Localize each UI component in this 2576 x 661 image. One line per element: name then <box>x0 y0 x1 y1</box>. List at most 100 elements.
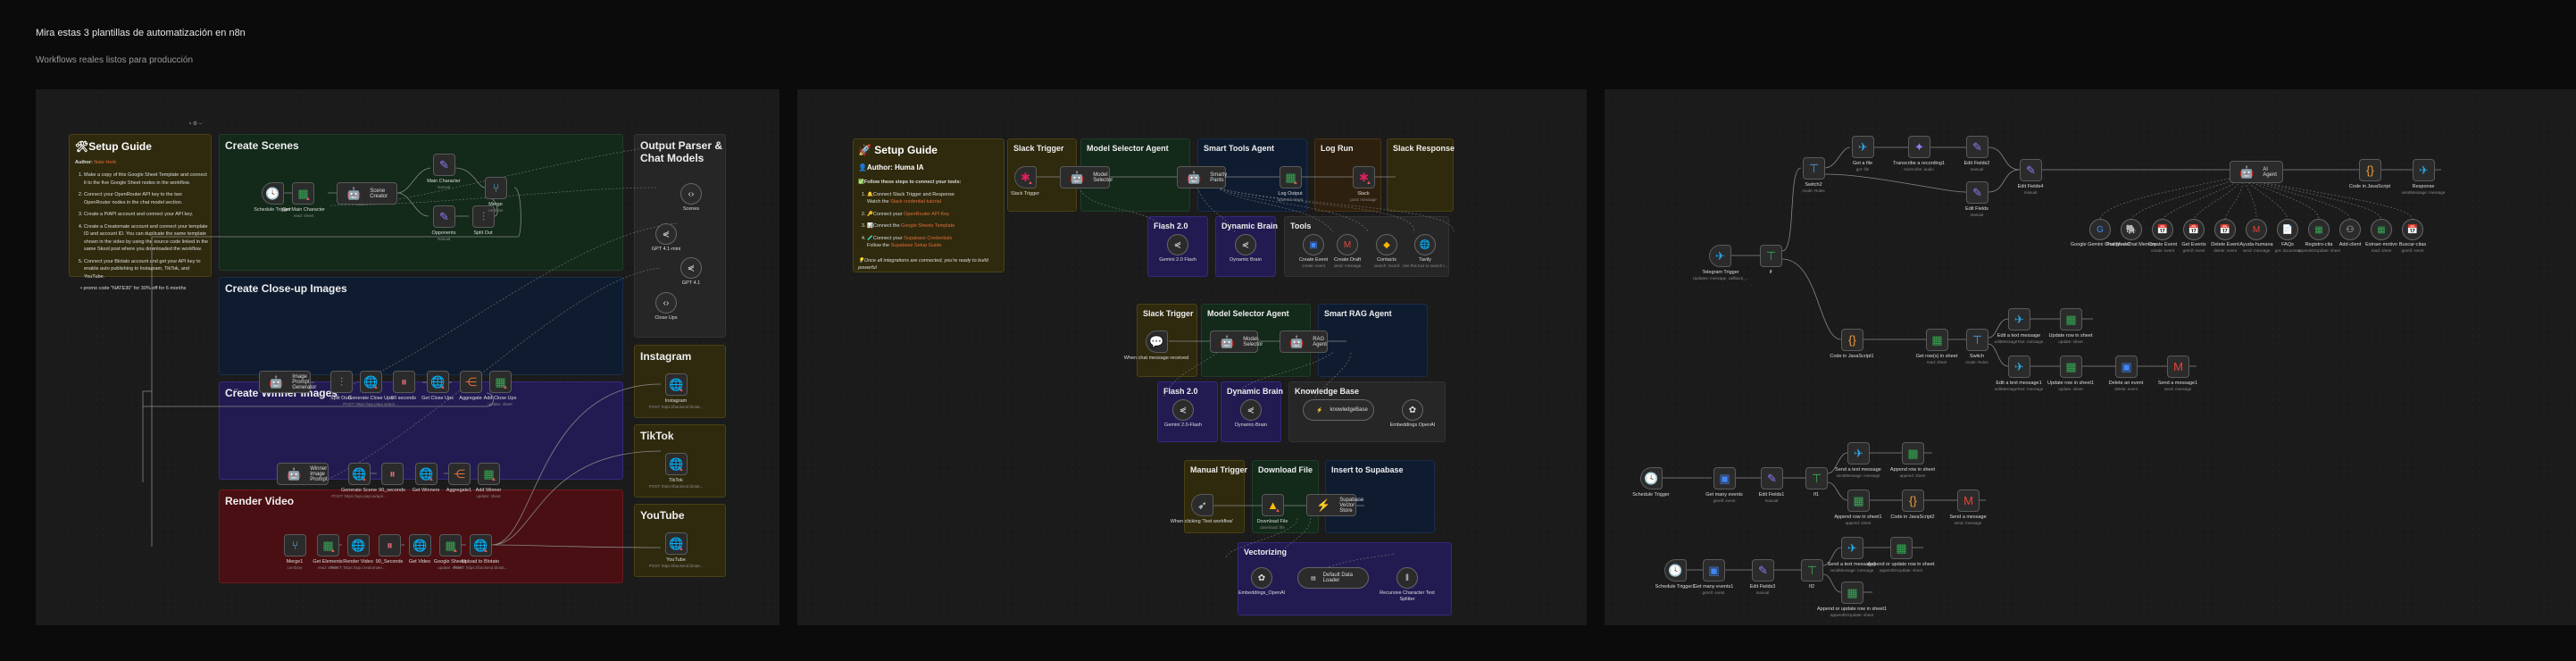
node-get-video[interactable]: 🌐 <box>409 534 431 556</box>
node-response[interactable]: ✈ <box>2413 159 2435 181</box>
node-text-splitter[interactable]: ‖ <box>1396 567 1418 589</box>
node-split-out[interactable]: ⫶ <box>472 205 495 228</box>
node-default-data-loader[interactable]: ▤Default Data Loader <box>1297 567 1369 589</box>
node-edit-fields3[interactable]: ✎ <box>1752 559 1774 582</box>
node-get-rows[interactable]: ▦ <box>1926 329 1948 351</box>
node-schedule-trigger1[interactable]: 🕓 <box>1664 559 1687 582</box>
node-log-output[interactable]: ▦▲ <box>1280 166 1302 188</box>
node-switch[interactable]: ⊤ <box>1966 329 1988 351</box>
supabase-guide-link[interactable]: Supabase Setup Guide <box>890 243 942 249</box>
node-image-prompt-generator[interactable]: 🤖Image Prompt Generator <box>259 371 316 393</box>
node-send-text-message[interactable]: ✈ <box>1847 442 1870 464</box>
slack-tutorial-link[interactable]: Slack credential tutorial <box>890 199 941 205</box>
node-embeddings-openai[interactable]: ✿ <box>1402 399 1423 421</box>
node-closeups-parser[interactable]: ‹› <box>655 292 677 314</box>
tool-buscar-citas[interactable]: 📅 <box>2402 219 2423 240</box>
node-tiktok[interactable]: 🌐▲ <box>665 453 688 475</box>
node-wait-90b[interactable]: ⏸ <box>381 463 404 485</box>
node-wait-90c[interactable]: ⏸ <box>379 534 401 556</box>
node-tavily[interactable]: 🌐 <box>1414 234 1436 255</box>
node-dynamic-brain-2[interactable]: ⋞ <box>1240 399 1262 421</box>
tool-gemini-chat-model[interactable]: G <box>2089 219 2111 240</box>
node-get-many-events[interactable]: ▣ <box>1713 467 1736 489</box>
node-scene-creator[interactable]: 🤖Scene Creator <box>337 182 397 205</box>
node-switch2[interactable]: ⊤ <box>1803 157 1825 180</box>
node-slack-trigger[interactable]: ✱▲ <box>1014 166 1037 188</box>
node-if[interactable]: ⊤ <box>1760 245 1782 267</box>
node-send-message[interactable]: M <box>1957 489 1980 512</box>
canvas-controls[interactable]: ▪ ⚙ – <box>189 121 203 127</box>
tool-create-event[interactable]: 📅 <box>2152 219 2173 240</box>
node-create-draft[interactable]: M <box>1337 234 1358 255</box>
node-get-file[interactable]: ✈ <box>1852 136 1874 158</box>
node-code-js[interactable]: {} <box>2359 159 2381 181</box>
node-manual-trigger[interactable]: ➶ <box>1191 494 1213 516</box>
node-contacts[interactable]: ◆ <box>1376 234 1397 255</box>
supabase-credentials-link[interactable]: Supabase Credentials <box>904 235 953 241</box>
node-youtube[interactable]: 🌐▲ <box>665 532 688 555</box>
tool-get-events[interactable]: 📅 <box>2183 219 2205 240</box>
tool-postgres-memory[interactable]: 🐘 <box>2121 219 2142 240</box>
tool-add-client[interactable]: ⚇ <box>2339 219 2361 240</box>
node-edit-fields[interactable]: ✎ <box>1966 181 1988 204</box>
node-upsert-row1[interactable]: ▦ <box>1841 582 1863 604</box>
node-add-close-ups[interactable]: ▦▲ <box>489 371 512 393</box>
node-update-row1[interactable]: ▦ <box>2060 356 2082 378</box>
node-merge[interactable]: ⑂ <box>485 177 507 199</box>
node-embeddings-openai-2[interactable]: ✿ <box>1251 567 1272 589</box>
node-aggregate1[interactable]: ⋲ <box>448 463 471 485</box>
node-edit-text-message1[interactable]: ✈ <box>2008 356 2030 378</box>
node-supabase-vector[interactable]: ⚡Supabase Vector Store <box>1306 494 1363 516</box>
openrouter-link[interactable]: OpenRouter API Key <box>904 211 950 217</box>
node-split-out1[interactable]: ⫶ <box>330 371 353 393</box>
node-model-selector[interactable]: 🤖Model Selector <box>1060 166 1113 188</box>
node-get-winners[interactable]: 🌐▲ <box>415 463 438 485</box>
node-telegram-trigger[interactable]: ✈ <box>1709 245 1731 267</box>
node-send-text-message1[interactable]: ✈ <box>1841 537 1863 559</box>
node-get-elements[interactable]: ▦▲ <box>317 534 339 556</box>
node-rag-agent[interactable]: 🤖RAG Agent <box>1280 330 1328 353</box>
node-chat-trigger[interactable]: 💬 <box>1146 330 1168 353</box>
node-opponents[interactable]: ✎ <box>433 205 455 228</box>
node-create-event[interactable]: ▣ <box>1303 234 1324 255</box>
tool-delete-event[interactable]: 📅 <box>2214 219 2236 240</box>
node-main-character[interactable]: ✎ <box>433 154 455 176</box>
node-get-main-character[interactable]: ▦▲ <box>292 182 314 205</box>
node-instagram[interactable]: 🌐▲ <box>665 373 688 396</box>
tool-ayuda-humana[interactable]: M <box>2246 219 2267 240</box>
node-code-js2[interactable]: {} <box>1902 489 1924 512</box>
tool-extraer-motivo[interactable]: ▦ <box>2371 219 2392 240</box>
node-download-file[interactable]: ▲▲ <box>1262 494 1284 516</box>
node-add-winner[interactable]: ▦▲ <box>478 463 500 485</box>
node-model-selector-2[interactable]: 🤖Model-Selector <box>1210 330 1263 353</box>
node-get-many-events1[interactable]: ▣ <box>1703 559 1725 582</box>
node-schedule-trigger[interactable]: 🕓 <box>262 182 284 205</box>
node-gpt41-mini[interactable]: ⋞ <box>655 223 677 245</box>
node-if2[interactable]: ⊤ <box>1801 559 1823 582</box>
node-google-sheets[interactable]: ▦▲ <box>439 534 462 556</box>
sheets-template-link[interactable]: Google Sheets Template <box>901 223 955 230</box>
workflow-canvas-video[interactable]: ▪ ⚙ – 🛠Setup Guide Author: Nate Herk Mak… <box>36 89 779 625</box>
tool-registro-cita[interactable]: ▦ <box>2308 219 2330 240</box>
node-winner-image-prompt[interactable]: 🤖Winner Image Prompt <box>277 463 329 485</box>
node-edit-text-message[interactable]: ✈ <box>2008 308 2030 330</box>
node-get-close-ups[interactable]: 🌐▲ <box>427 371 449 393</box>
node-gpt41[interactable]: ⋞ <box>680 257 702 279</box>
node-dynamic-brain[interactable]: ⋞ <box>1235 234 1256 255</box>
node-smarty-pants[interactable]: 🤖Smarty Pants <box>1177 166 1227 188</box>
node-upload-blotato[interactable]: 🌐▲ <box>470 534 492 556</box>
node-generate-close-ups[interactable]: 🌐▲ <box>360 371 382 393</box>
node-aggregate[interactable]: ⋲ <box>460 371 482 393</box>
node-if1[interactable]: ⊤ <box>1805 467 1828 489</box>
node-gemini-flash-2[interactable]: ⋞ <box>1172 399 1194 421</box>
node-merge1[interactable]: ⑂ <box>284 534 306 556</box>
node-transcribe[interactable]: ✦ <box>1908 136 1930 158</box>
node-ai-agent[interactable]: 🤖AI Agent <box>2230 161 2283 183</box>
node-code-js1[interactable]: {} <box>1841 329 1863 351</box>
node-append-row[interactable]: ▦ <box>1902 442 1924 464</box>
node-send-message1[interactable]: M <box>2167 356 2189 378</box>
tool-faqs[interactable]: 📄 <box>2277 219 2298 240</box>
node-edit-fields4[interactable]: ✎ <box>2020 159 2042 181</box>
node-render-video[interactable]: 🌐 <box>347 534 370 556</box>
